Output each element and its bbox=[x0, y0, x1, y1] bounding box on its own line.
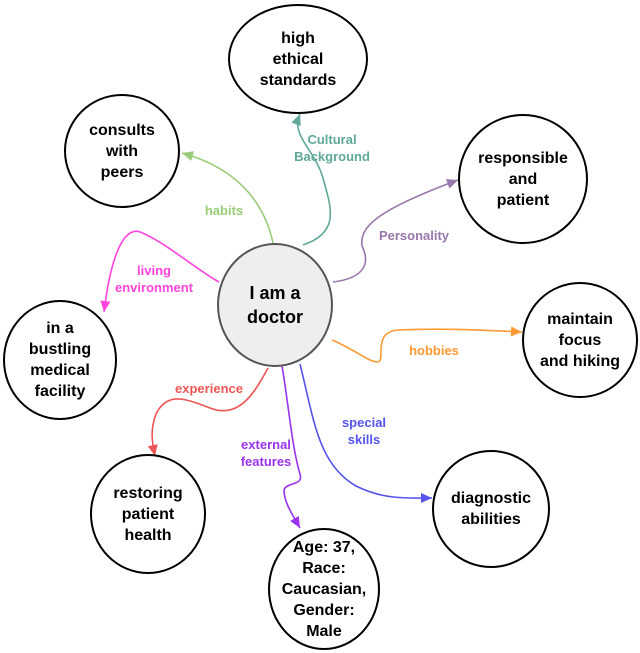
edge-skills bbox=[299, 363, 433, 499]
edge-label-living: living environment bbox=[114, 263, 194, 295]
edge-experience bbox=[151, 367, 269, 457]
node-peers: consults with peers bbox=[64, 94, 180, 208]
edge-hobbies bbox=[331, 328, 523, 363]
node-focus: maintain focus and hiking bbox=[522, 282, 638, 398]
edge-habits bbox=[181, 152, 274, 244]
node-facility-text: in a bustling medical facility bbox=[28, 320, 92, 400]
edge-label-hobbies: hobbies bbox=[409, 343, 459, 358]
node-health: restoring patient health bbox=[90, 454, 206, 574]
edge-label-habits: habits bbox=[204, 203, 244, 218]
node-responsible: responsible and patient bbox=[458, 114, 588, 244]
edge-cultural bbox=[296, 113, 332, 246]
edge-living bbox=[103, 230, 220, 313]
node-ethical-text: high ethical standards bbox=[259, 29, 337, 89]
node-diagnostic-text: diagnostic abilities bbox=[450, 490, 531, 528]
node-peers-text: consults with peers bbox=[89, 121, 155, 181]
node-responsible-text: responsible and patient bbox=[478, 149, 568, 209]
edge-external bbox=[281, 365, 302, 529]
node-health-text: restoring patient health bbox=[113, 484, 183, 544]
arrowhead-experience bbox=[147, 444, 158, 456]
arrowhead-living bbox=[100, 300, 111, 312]
node-focus-text: maintain focus and hiking bbox=[540, 310, 620, 370]
center-node-text: I am a doctor bbox=[247, 283, 303, 327]
edge-personality bbox=[332, 179, 459, 283]
arrowhead-skills bbox=[420, 493, 432, 504]
node-diagnostic: diagnostic abilities bbox=[432, 450, 550, 568]
node-ethical: high ethical standards bbox=[228, 4, 368, 114]
arrowhead-habits bbox=[182, 151, 194, 161]
arrowhead-cultural bbox=[291, 114, 301, 127]
arrowhead-hobbies bbox=[510, 326, 522, 337]
node-facility: in a bustling medical facility bbox=[3, 300, 117, 420]
center-node: I am a doctor bbox=[217, 243, 333, 367]
arrowhead-external bbox=[290, 515, 300, 528]
edge-label-personality: Personality bbox=[378, 228, 450, 243]
edge-label-external: external features bbox=[240, 437, 292, 469]
edge-label-experience: experience bbox=[175, 381, 243, 396]
edge-label-skills: special skills bbox=[341, 415, 387, 447]
edge-label-cultural: Cultural Background bbox=[294, 132, 370, 164]
arrowhead-personality bbox=[445, 179, 458, 189]
node-age: Age: 37, Race: Caucasian, Gender: Male bbox=[268, 528, 380, 650]
node-age-text: Age: 37, Race: Caucasian, Gender: Male bbox=[281, 538, 367, 640]
